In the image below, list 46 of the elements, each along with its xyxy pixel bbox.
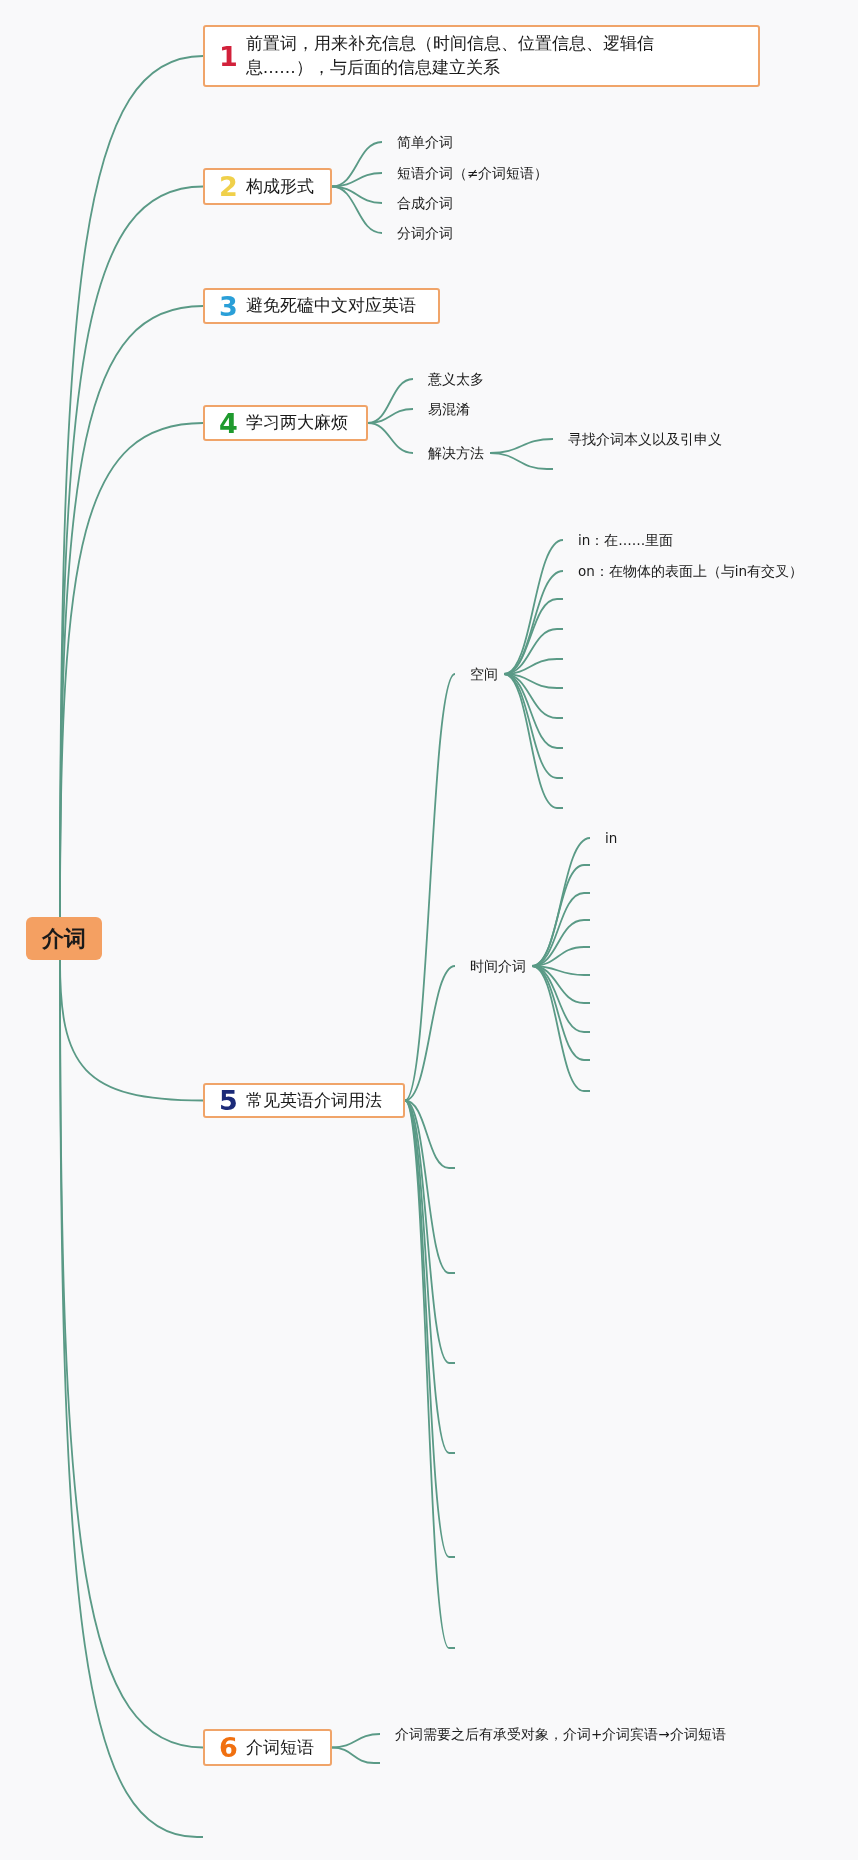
branch-line <box>503 673 558 779</box>
subtopic-text: in <box>590 829 624 847</box>
topic-box <box>203 25 760 87</box>
subtopic-text: 时间介词 <box>455 957 532 975</box>
topic-number: 2 <box>219 173 238 200</box>
topic-number: 1 <box>219 42 238 70</box>
topic-number: 5 <box>219 1087 238 1114</box>
topic-text: 介词短语 <box>245 1736 314 1759</box>
branch-line <box>404 673 456 1102</box>
subtopic-text: 寻找介词本义以及引申义 <box>553 430 728 448</box>
topic-text: 前置词，用来补充信息（时间信息、位置信息、逻辑信息……），与后面的信息建立关系 <box>245 33 655 79</box>
topic-box <box>203 405 368 441</box>
topic-box <box>203 1083 405 1118</box>
topic-text: 常见英语介词用法 <box>245 1089 382 1112</box>
central-topic-box: 介词 <box>26 917 102 960</box>
subtopic-text: 介词需要之后有承受对象，介词+介词宾语→介词短语 <box>380 1725 732 1743</box>
topic-box <box>203 168 332 205</box>
topic-text: 避免死磕中文对应英语 <box>245 295 416 318</box>
branch-line <box>531 965 585 1092</box>
branch-line <box>489 452 548 470</box>
topic-number: 4 <box>219 409 238 437</box>
branch-line <box>404 1099 450 1558</box>
branch-line <box>331 185 383 234</box>
subtopic-text: in：在……里面 <box>563 531 680 549</box>
topic-number: 6 <box>219 1734 238 1761</box>
subtopic-text: 简单介词 <box>382 133 459 151</box>
topic-text: 学习两大麻烦 <box>245 412 348 435</box>
branch-line <box>367 422 414 454</box>
subtopic-text: 空间 <box>455 665 504 683</box>
branch-line <box>331 172 383 188</box>
topic-box <box>203 288 440 324</box>
subtopic-text: 意义太多 <box>413 370 490 388</box>
subtopic-text: on：在物体的表面上（与in有交叉） <box>563 562 810 580</box>
branch-line <box>331 1733 381 1749</box>
subtopic-text: 短语介词（≠介词短语） <box>382 164 555 182</box>
branch-line <box>503 673 558 809</box>
subtopic-text: 分词介词 <box>382 224 459 242</box>
branch-line <box>331 1746 375 1764</box>
subtopic-text: 易混淆 <box>413 400 476 418</box>
branch-line <box>404 965 456 1102</box>
topic-number: 3 <box>219 292 238 320</box>
branch-line <box>404 1099 450 1649</box>
subtopic-text: 合成介词 <box>382 194 459 212</box>
topic-box <box>203 1729 332 1766</box>
subtopic-text: 解决方法 <box>413 444 490 462</box>
topic-text: 构成形式 <box>245 175 314 198</box>
